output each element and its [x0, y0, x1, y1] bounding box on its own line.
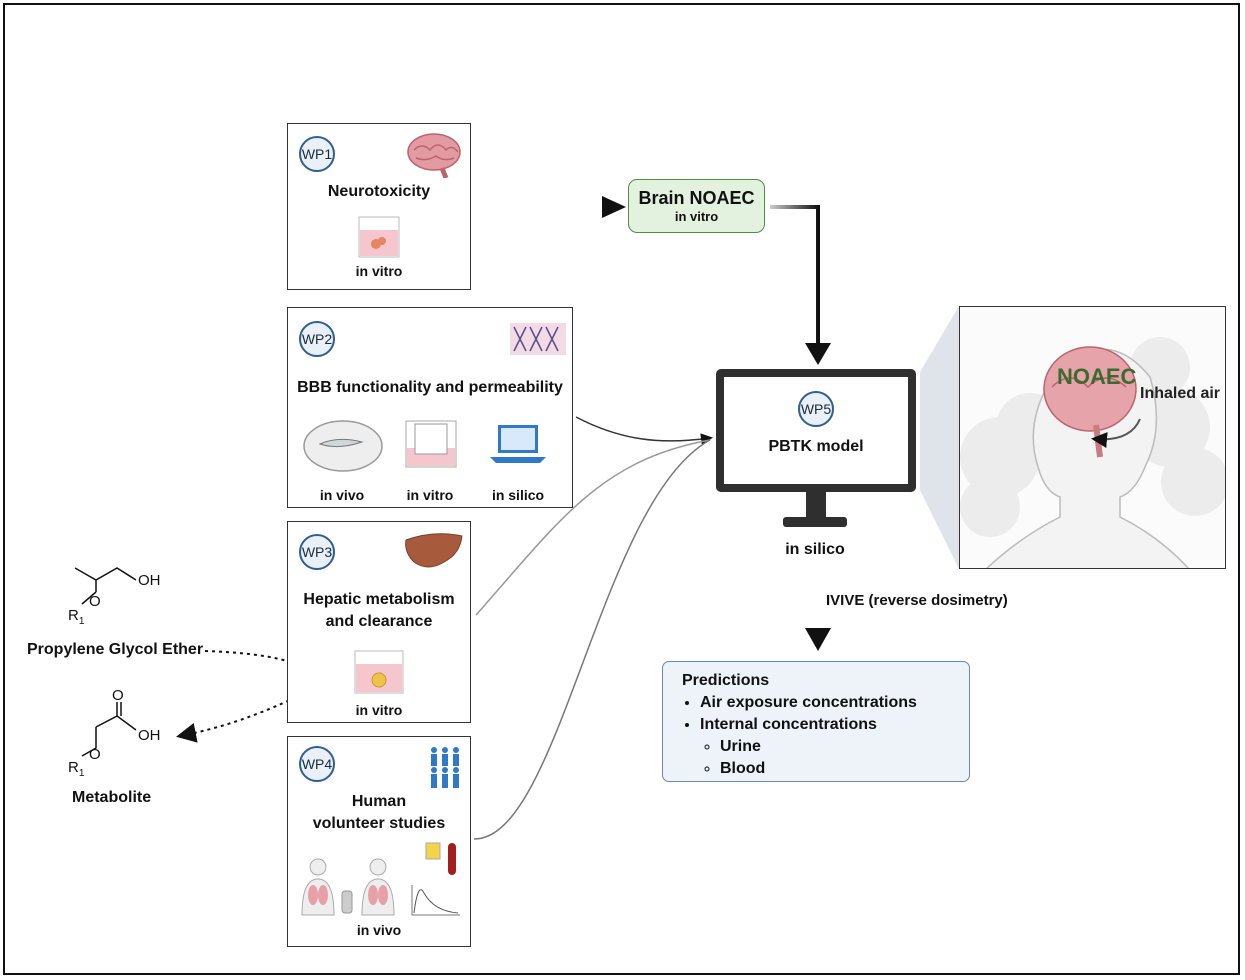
wp1-box: WP1 Neurotoxicity in vitro [287, 123, 471, 290]
predictions-box: Predictions Air exposure concentrations … [662, 661, 970, 782]
met-oh: OH [138, 727, 161, 744]
pbtk-title: PBTK model [768, 438, 864, 455]
wp4-box: WP4 Human volunteer studies [287, 736, 471, 947]
met-r1: R1 [68, 759, 84, 779]
pge-r1: R1 [68, 607, 84, 627]
wp4-badge: WP4 [299, 746, 335, 782]
prediction-item-label: Internal concentrations [700, 716, 877, 733]
wp1-badge: WP1 [299, 136, 335, 172]
prediction-subitem: Blood [720, 758, 969, 780]
membrane-icon [510, 323, 566, 355]
pge-o: O [89, 593, 101, 610]
wp2-sub-insilico: in silico [491, 487, 545, 503]
monitor-stand [806, 492, 826, 520]
urine-blood-chart-icon [411, 842, 460, 916]
brain-icon [407, 133, 461, 178]
wp1-title: Neurotoxicity [327, 183, 431, 200]
met-o: O [89, 746, 101, 763]
monitor-screen: WP5 PBTK model [724, 377, 908, 484]
volunteer-lungs-icon [301, 858, 395, 916]
wp3-badge: WP3 [299, 534, 335, 570]
petri-dish-icon [303, 420, 383, 472]
wp4-title-1: Human [351, 793, 407, 810]
inhalation-inset: NOAEC Inhaled air [959, 306, 1226, 569]
wp2-sub-invitro: in vitro [406, 487, 454, 503]
prediction-item: Air exposure concentrations [700, 692, 969, 714]
met-o-carbonyl: O [112, 687, 124, 704]
chemistry-layer [74, 567, 137, 757]
arrow-wp2-to-pbtk [575, 416, 713, 446]
liver-icon [405, 533, 463, 568]
predictions-sublist: Urine Blood [700, 736, 969, 780]
brain-noaec-title: Brain NOAEC [638, 188, 755, 208]
wp4-title-2: volunteer studies [312, 815, 446, 832]
arrow-wp4-to-pbtk [473, 439, 711, 840]
pge-r-sub: 1 [78, 616, 85, 627]
arrow-wp3-to-pbtk [475, 439, 711, 616]
inset-noaec-label: NOAEC [1057, 364, 1137, 389]
laptop-icon [490, 425, 546, 463]
prediction-item-internal: Internal concentrations Urine Blood [700, 714, 969, 780]
pge-oh: OH [138, 572, 161, 589]
wp3-sub: in vitro [355, 702, 403, 718]
wp2-badge: WP2 [299, 321, 335, 357]
wp2-box: WP2 BBB functionality and permeability i… [287, 307, 573, 508]
inset-air-label: Inhaled air [1140, 385, 1221, 402]
well-plate-icon [358, 216, 400, 258]
wp5-badge: WP5 [798, 391, 834, 427]
brain-noaec-box: Brain NOAEC in vitro [628, 179, 765, 233]
transwell-icon [405, 420, 457, 468]
wp3-box: WP3 Hepatic metabolism and clearance in … [287, 521, 471, 723]
met-r-sub: 1 [78, 768, 85, 779]
people-group-icon [431, 747, 459, 788]
predictions-title: Predictions [682, 672, 770, 689]
wp2-title: BBB functionality and permeability [297, 379, 563, 396]
pge-label: Propylene Glycol Ether [27, 641, 204, 658]
wp3-title-1: Hepatic metabolism [303, 591, 455, 608]
wp5-sub: in silico [785, 541, 845, 558]
ivive-label: IVIVE (reverse dosimetry) [826, 592, 1008, 609]
wp2-sub-invivo: in vivo [319, 487, 365, 503]
monitor-base [783, 517, 847, 527]
outer-frame [3, 3, 1240, 975]
met-r: R [68, 759, 79, 776]
pge-structure [74, 567, 137, 605]
metabolite-label: Metabolite [72, 789, 152, 806]
zoom-wedge [920, 306, 959, 569]
wp4-sub: in vivo [356, 922, 402, 938]
wp1-sub: in vitro [355, 263, 403, 279]
metabolite-structure [81, 702, 137, 757]
pbtk-monitor: WP5 PBTK model [716, 369, 916, 492]
brain-noaec-sub: in vitro [674, 209, 719, 224]
prediction-subitem: Urine [720, 736, 969, 758]
wp3-title-2: and clearance [325, 613, 433, 630]
pge-r: R [68, 607, 79, 624]
arrow-noaec-to-pbtk [770, 205, 820, 345]
head-illustration [960, 337, 1225, 568]
well-plate-icon [354, 650, 404, 694]
predictions-list: Air exposure concentrations Internal con… [682, 692, 969, 780]
